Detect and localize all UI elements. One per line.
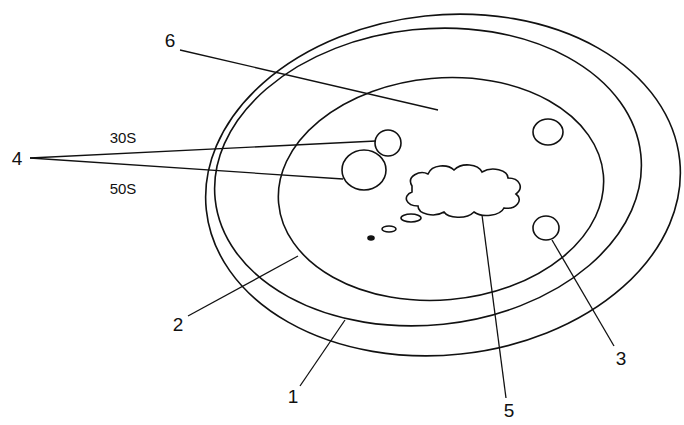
callout-number: 4 <box>12 149 23 168</box>
callout-number: 2 <box>173 315 184 334</box>
subunit-label: 30S <box>110 130 137 145</box>
particle <box>533 119 563 145</box>
leader-line <box>30 141 376 158</box>
callout-number: 5 <box>504 401 515 420</box>
leader-line <box>300 320 345 386</box>
subunit-label: 50S <box>110 181 137 196</box>
outer-ring <box>189 0 684 379</box>
particle <box>533 216 559 240</box>
leader-line <box>188 256 298 316</box>
particle <box>368 236 374 240</box>
particle <box>382 226 396 232</box>
callout-number: 6 <box>165 31 176 50</box>
small-subunit <box>375 130 401 156</box>
leader-line <box>180 50 438 110</box>
callout-number: 1 <box>288 387 299 406</box>
leader-line <box>482 215 506 398</box>
leader-line <box>30 158 343 179</box>
inner-region <box>269 64 613 314</box>
callout-number: 3 <box>616 349 627 368</box>
large-subunit <box>342 150 386 190</box>
leader-line <box>552 240 614 346</box>
particle <box>401 214 421 222</box>
middle-ring <box>200 7 657 346</box>
cloud-mass <box>406 165 520 217</box>
